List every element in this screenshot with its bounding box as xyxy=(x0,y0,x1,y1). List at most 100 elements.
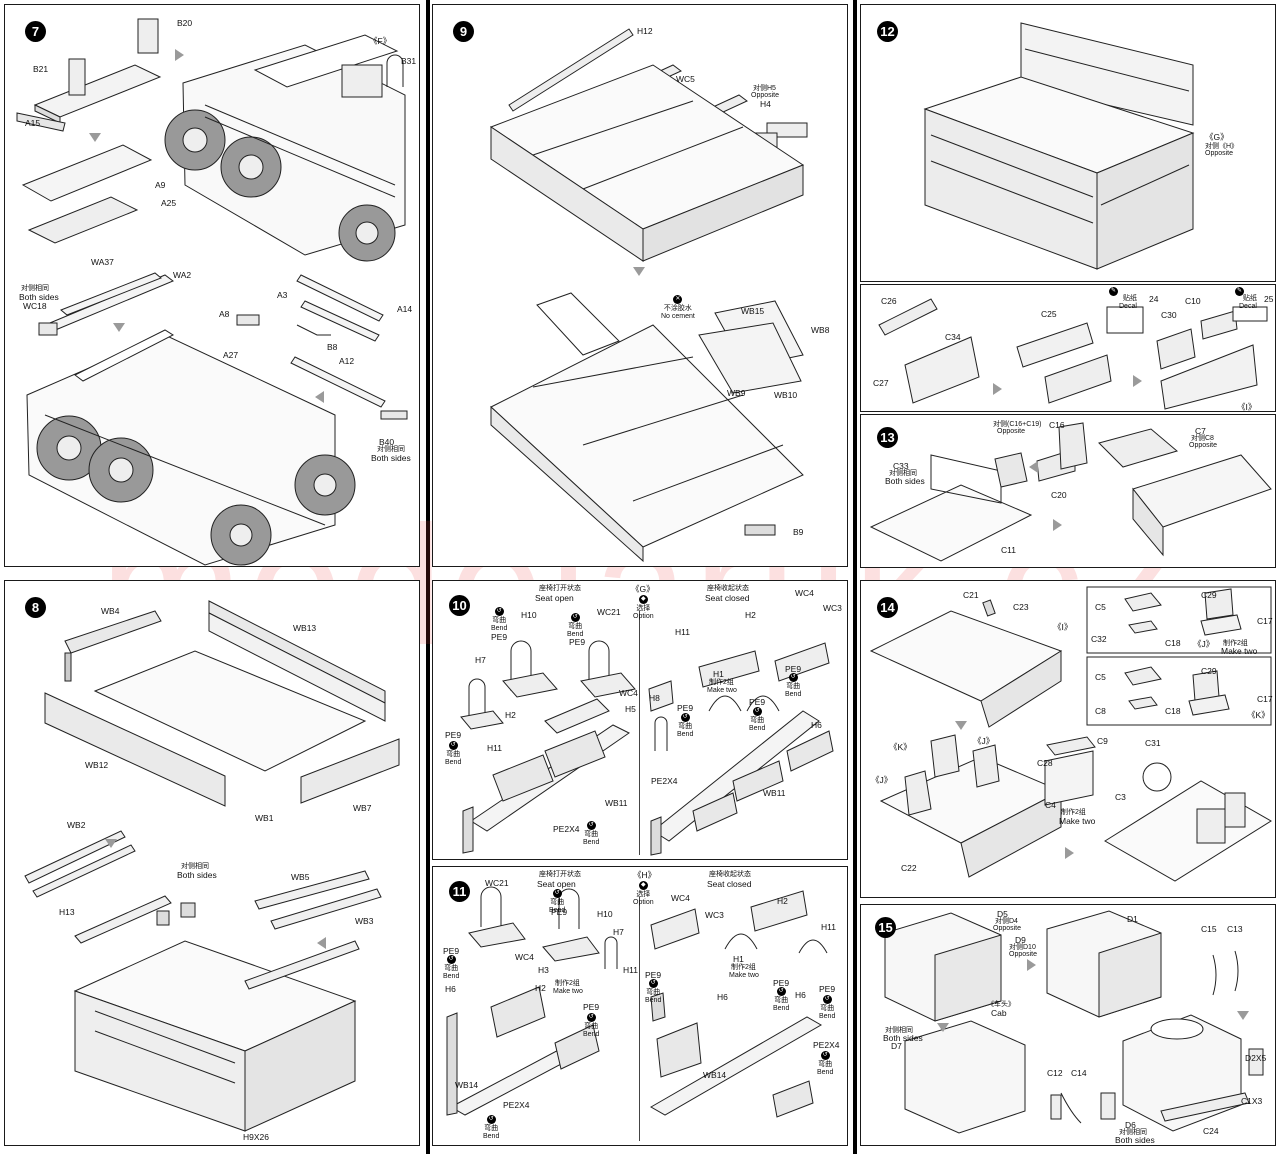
part-label: A27 xyxy=(223,350,239,360)
option-title: Seat closed xyxy=(707,879,752,889)
note-cn: 对侧相同 xyxy=(885,1027,913,1034)
assembly-arrow xyxy=(175,49,184,61)
decal-icon: ✎ xyxy=(1235,287,1244,296)
no-cement-tag: ✕ 不涂胶水 No cement xyxy=(661,295,695,320)
assembly-arrow xyxy=(1133,375,1142,387)
part-label: A15 xyxy=(25,118,41,128)
option-label: Option xyxy=(633,612,654,620)
step-8-number: 8 xyxy=(25,597,46,618)
subassembly-mark: 《H》 xyxy=(633,870,657,880)
part-label: D9 xyxy=(1015,935,1026,945)
part-label: H4 xyxy=(760,99,771,109)
part-label: WB4 xyxy=(101,606,120,616)
note: Both sides xyxy=(1115,1135,1155,1145)
decal-tag: ✎ xyxy=(1235,287,1244,297)
part-label: H2 xyxy=(505,710,516,720)
part-label: C29 xyxy=(1201,666,1217,676)
step-7-number: 7 xyxy=(25,21,46,42)
part-label: A9 xyxy=(155,180,166,190)
note: Make two xyxy=(707,687,737,694)
part-label: WB8 xyxy=(811,325,830,335)
part-label: H7 xyxy=(475,655,486,665)
subassembly-mark: 《J》 xyxy=(1193,639,1215,649)
part-label: PE2X4 xyxy=(651,776,678,786)
note: Opposite xyxy=(1205,150,1234,157)
step-12-panel: 12 《G》 对侧《H》 Opposite xyxy=(860,4,1276,282)
option-icon: ◆ xyxy=(638,595,648,604)
part-label: B20 xyxy=(177,18,193,28)
assembly-arrow xyxy=(993,383,1002,395)
part-label: C29 xyxy=(1201,590,1217,600)
step-15-number: 15 xyxy=(875,917,896,938)
part-label: WC4 xyxy=(515,952,534,962)
step-8-panel: 8 WB4 WB13 WB12 WB1 WB7 WB2 对侧相同 Both si… xyxy=(4,580,420,1146)
part-label: C30 xyxy=(1161,310,1177,320)
part-label: C8 xyxy=(1095,706,1106,716)
step-14-panel: 14 C21 C23 《I》 C5 C29 C17 C32 C18 《J》 制作… xyxy=(860,580,1276,898)
step-8-illustration xyxy=(5,581,420,1146)
part-label: WC3 xyxy=(705,910,724,920)
part-label: C25 xyxy=(1041,309,1057,319)
part-label: WC4 xyxy=(619,688,638,698)
step-13-number: 13 xyxy=(877,427,898,448)
step-7-illustration xyxy=(5,5,420,567)
note: Opposite xyxy=(1009,951,1038,958)
part-label: D2X5 xyxy=(1245,1053,1267,1063)
step-12-number: 12 xyxy=(877,21,898,42)
subassembly-mark: 《J》 xyxy=(973,736,995,746)
note: No cement xyxy=(661,312,695,320)
part-label: C28 xyxy=(1037,758,1053,768)
subassembly-mark: 《I》 xyxy=(1053,622,1073,632)
part-label: H7 xyxy=(613,927,624,937)
part-label: C4 xyxy=(1045,800,1056,810)
part-label: H5 xyxy=(625,704,636,714)
no-cement-icon: ✕ xyxy=(673,295,683,304)
part-label: WC21 xyxy=(485,878,509,888)
assembly-arrow xyxy=(105,839,117,848)
option-tag: ◆ 选择 Option xyxy=(633,881,654,906)
part-label: WB3 xyxy=(355,916,374,926)
option-title-cn: 座椅收起状态 xyxy=(709,871,751,878)
part-label: D7 xyxy=(891,1041,902,1051)
part-label: PE9 xyxy=(445,730,462,740)
part-label: H3 xyxy=(538,965,549,975)
assembly-arrow xyxy=(315,391,324,403)
note: Both sides xyxy=(19,292,59,302)
part-label: PE9 xyxy=(819,984,836,994)
step-9-number: 9 xyxy=(453,21,474,42)
note: Make two xyxy=(1059,816,1096,826)
part-label: PE9 xyxy=(583,1002,600,1012)
part-label: C9 xyxy=(1097,736,1108,746)
bend-icon: ↺ xyxy=(788,673,798,682)
note: Opposite xyxy=(1189,442,1218,449)
note: Make two xyxy=(1221,646,1258,656)
part-label: WC4 xyxy=(671,893,690,903)
part-label: C24 xyxy=(1203,1126,1219,1136)
part-label: WB11 xyxy=(605,798,628,808)
part-label: A14 xyxy=(397,304,413,314)
part-label: B9 xyxy=(793,527,804,537)
note-cn: 对侧H5 xyxy=(753,85,776,92)
option-divider xyxy=(639,897,640,1141)
part-label: H11 xyxy=(821,922,836,932)
part-label: A25 xyxy=(161,198,177,208)
option-divider xyxy=(639,611,640,855)
bend-icon: ↺ xyxy=(494,607,504,616)
decal-number: 25 xyxy=(1264,294,1274,304)
note-cn: 制作2组 xyxy=(555,980,580,987)
part-label: WA2 xyxy=(173,270,192,280)
note-cn: 对侧相同 xyxy=(377,446,405,453)
note: Make two xyxy=(553,988,583,995)
assembly-arrow xyxy=(1053,519,1062,531)
part-label: C20 xyxy=(1051,490,1067,500)
part-label: PE2X4 xyxy=(553,824,580,834)
subassembly-mark: 《F》 xyxy=(369,36,392,46)
part-label: WB10 xyxy=(774,390,798,400)
part-label: H12 xyxy=(637,26,653,36)
part-label: WB13 xyxy=(293,623,317,633)
part-label: PE9 xyxy=(749,697,766,707)
